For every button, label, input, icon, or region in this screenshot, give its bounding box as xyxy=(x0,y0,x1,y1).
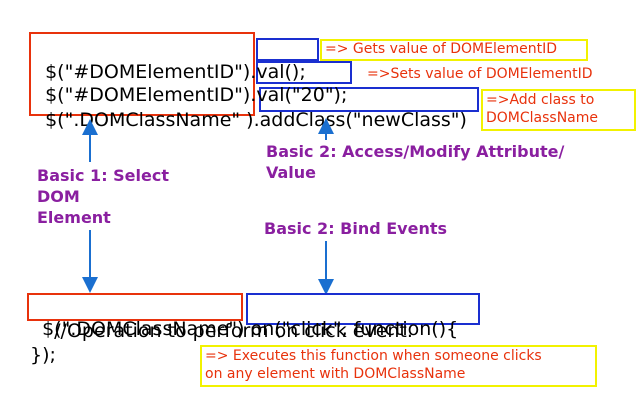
code-line-5: //Operation to perform on click event. xyxy=(30,320,413,342)
note-get-value: => Gets value of DOMElementID xyxy=(325,41,557,57)
line2-selector: $("#DOMElementID") xyxy=(45,84,251,106)
note-get-value-box xyxy=(320,39,588,61)
basic1-label-line1: Basic 1: Select xyxy=(37,166,169,185)
line4-method: on("click", function(){ xyxy=(250,318,459,340)
bottom-on-method-box xyxy=(246,293,480,325)
addclass-method-box xyxy=(259,87,479,112)
basic1-label-line3: Element xyxy=(37,208,111,227)
code-line-2: $("#DOMElementID").val("20"); xyxy=(33,62,347,106)
line1-selector: $("#DOMElementID") xyxy=(45,61,251,83)
line3-method: addClass("newClass") xyxy=(259,109,467,131)
line4-selector: $(".DOMClassName") xyxy=(42,318,245,340)
val-method-box xyxy=(256,38,319,61)
basic2-attr-label-line1: Basic 2: Access/Modify Attribute/ xyxy=(266,142,565,161)
line1-method: val(); xyxy=(256,61,306,83)
note-executes-box xyxy=(200,345,597,387)
code-line-1: $("#DOMElementID").val(); xyxy=(33,39,306,83)
selector-box-red xyxy=(29,32,255,116)
basic2-events-label: Basic 2: Bind Events xyxy=(264,219,448,238)
val-set-method-box xyxy=(256,61,352,84)
code-line-6: }); xyxy=(30,344,56,366)
basic2-attr-label-line2: Value xyxy=(266,163,317,182)
note-add-class-box xyxy=(481,89,636,131)
line3-dot: . xyxy=(253,109,260,131)
note-set-value: =>Sets value of DOMElementID xyxy=(367,66,593,82)
note-add-class-line2: DOMClassName xyxy=(486,110,599,126)
line1-dot: . xyxy=(250,61,257,83)
note-executes-line2: on any element with DOMClassName xyxy=(205,366,466,382)
basic1-label-line2: DOM xyxy=(37,187,80,206)
bottom-selector-box xyxy=(27,293,243,321)
code-line-3: $(".DOMClassName" ).addClass("newClass") xyxy=(33,87,467,131)
note-executes-line1: => Executes this function when someone c… xyxy=(205,348,542,364)
line2-dot: . xyxy=(250,84,257,106)
line2-end: ; xyxy=(340,84,348,106)
code-line-4: $(".DOMClassName") on("click", function(… xyxy=(30,296,458,340)
note-add-class-line1: =>Add class to xyxy=(486,92,595,108)
line2-method: val("20") xyxy=(256,84,341,106)
